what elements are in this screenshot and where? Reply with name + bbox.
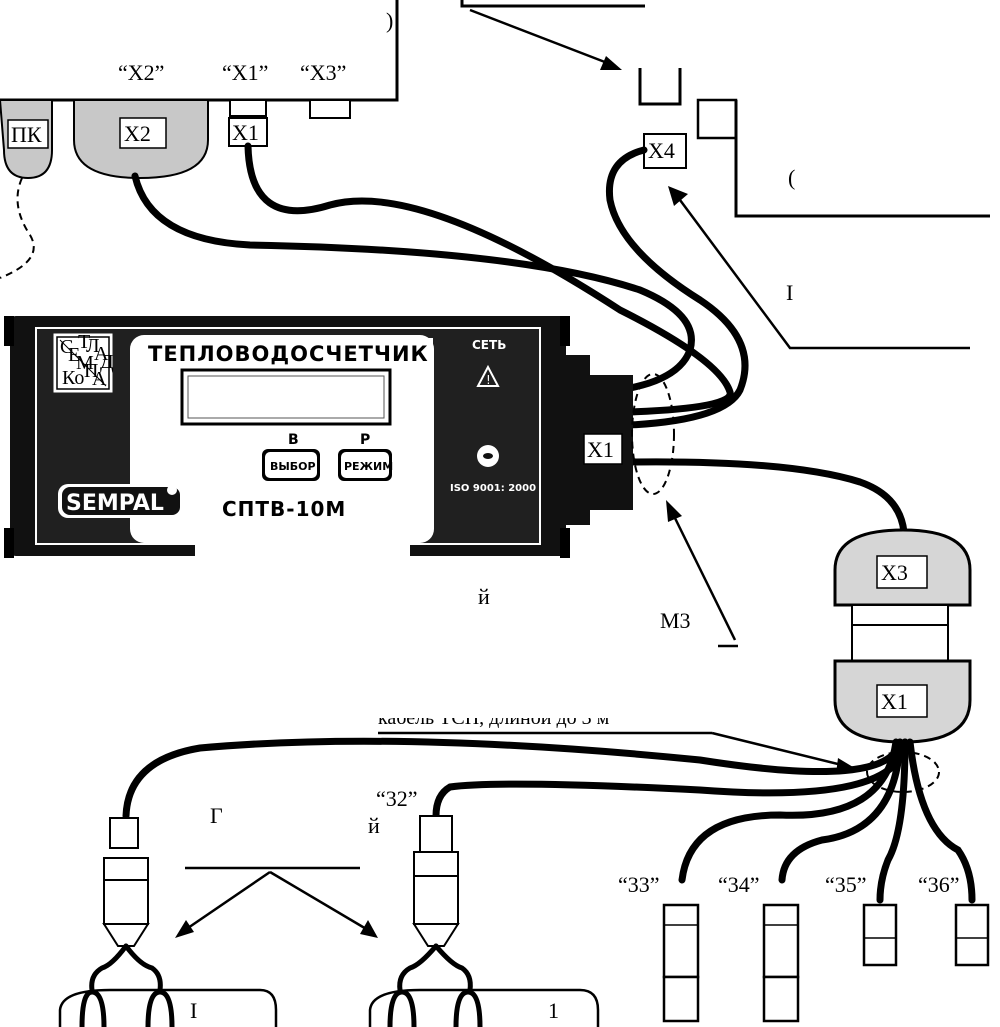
- svg-text:М: М: [76, 352, 94, 374]
- top-device-partial-text: ): [386, 8, 393, 33]
- cable-32: [432, 738, 909, 820]
- top-label-x1: “X1”: [222, 60, 268, 85]
- splitter-x1-label: X1: [881, 689, 908, 714]
- sensor-connector-33: [662, 903, 700, 1023]
- cable-33: [678, 738, 900, 884]
- select-button-label: ВЫБОР: [270, 460, 316, 473]
- cable-x1-top: [244, 142, 734, 416]
- iso-label: ISO 9001: 2000: [450, 483, 536, 494]
- main-x1-label: X1: [587, 437, 614, 462]
- warning-icon: [476, 364, 500, 387]
- sensor-label-35: “35”: [825, 872, 867, 897]
- cable-34: [778, 738, 904, 884]
- cable-caption: кабель ТСП, длиной до 3 м: [370, 700, 858, 774]
- x1-top-label: X1: [232, 120, 259, 145]
- left-sensor: I: [58, 817, 278, 1027]
- cable-36: [906, 738, 976, 904]
- right-device: ( I X4: [460, 0, 990, 305]
- cable-35: [876, 738, 909, 904]
- svg-text:С: С: [60, 336, 73, 358]
- splitter-x3-label: X3: [881, 560, 908, 585]
- sensor-connector-34: [762, 903, 800, 1023]
- sensor-label-33: “33”: [618, 872, 660, 897]
- svg-text:П: П: [84, 360, 98, 382]
- x2-label: X2: [124, 121, 151, 146]
- select-button[interactable]: ВЫБОР: [262, 449, 320, 481]
- top-label-x3: “X3”: [300, 60, 346, 85]
- right-device-fragment-2: I: [786, 280, 793, 305]
- top-port-x3: [309, 99, 351, 119]
- x1-top-connector: X1: [228, 117, 268, 147]
- sensor-label-32: “32”: [376, 786, 418, 811]
- cable-x3: [626, 458, 908, 536]
- pk-label: ПК: [11, 122, 42, 147]
- brand-sub: CO. LTD: [140, 522, 170, 530]
- svg-text:!: !: [486, 373, 491, 387]
- svg-text:Т: Т: [78, 331, 90, 353]
- svg-text:Д: Д: [100, 351, 114, 373]
- sempal-logo-box: С Е М П А Л А Т Д Ко: [53, 331, 114, 393]
- x4-label: X4: [648, 138, 675, 163]
- main-device: ТЕПЛОВОДОСЧЕТЧИК СПТВ-10М B P ВЫБОР РЕЖИ…: [4, 316, 570, 560]
- top-label-x2: “X2”: [118, 60, 164, 85]
- device-title: ТЕПЛОВОДОСЧЕТЧИК: [148, 342, 429, 366]
- sensor-connector-36: [954, 903, 990, 967]
- sensor-label-34: “34”: [718, 872, 760, 897]
- pk-connector: ПК: [0, 99, 53, 279]
- svg-text:Ко: Ко: [62, 367, 84, 389]
- device-model: СПТВ-10М: [222, 497, 346, 521]
- top-device: ) “X2” “X1” “X3”: [0, 0, 399, 119]
- svg-text:Г: Г: [210, 803, 223, 828]
- splitter: X3 X1: [833, 528, 972, 793]
- sempal-brand: SEMPAL CO. LTD: [58, 484, 184, 530]
- mode-key-label: P: [360, 432, 370, 448]
- mode-button-label: РЕЖИМ: [344, 460, 393, 473]
- svg-text:А: А: [92, 368, 107, 390]
- svg-text:1: 1: [548, 998, 559, 1023]
- power-label: СЕТЬ: [472, 338, 506, 352]
- svg-text:Л: Л: [86, 335, 100, 357]
- right-device-fragment: (: [788, 165, 795, 190]
- fragment-text: й: [478, 584, 490, 609]
- fragment-m3: М3: [660, 608, 691, 633]
- lcd-display: [180, 368, 392, 426]
- top-port-x1: [229, 99, 267, 117]
- sensor-32: 1: [368, 815, 600, 1027]
- brand-name: SEMPAL: [66, 491, 164, 516]
- select-key-label: B: [288, 432, 299, 448]
- svg-text:Е: Е: [68, 344, 80, 366]
- x2-connector: X2: [73, 99, 209, 180]
- svg-text:I: I: [190, 998, 197, 1023]
- cable-to-left-sensor: [122, 737, 904, 820]
- mode-button[interactable]: РЕЖИМ: [338, 449, 393, 481]
- svg-text:А: А: [94, 343, 109, 365]
- sensor-connector-35: [862, 903, 898, 967]
- main-x1-connector: X1: [566, 355, 738, 648]
- svg-text:й: й: [368, 813, 380, 838]
- cable-x4: [605, 146, 749, 429]
- sensor-label-36: “36”: [918, 872, 960, 897]
